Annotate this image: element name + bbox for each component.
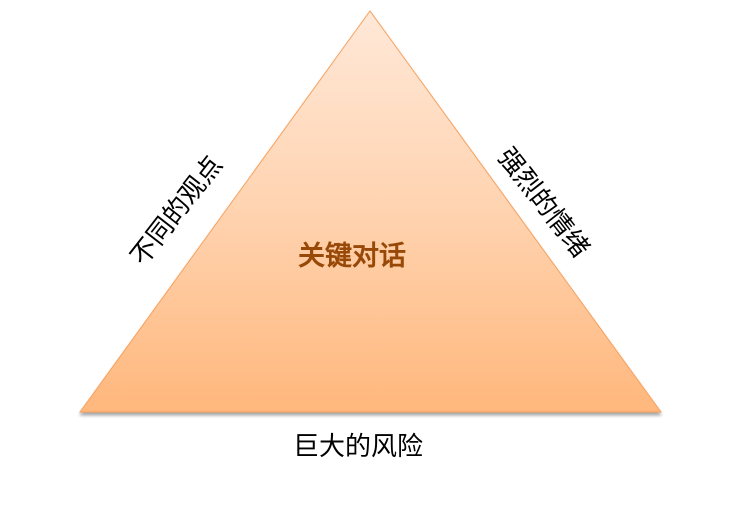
center-label: 关键对话: [298, 241, 406, 272]
bottom-edge-label: 巨大的风险: [293, 432, 424, 462]
